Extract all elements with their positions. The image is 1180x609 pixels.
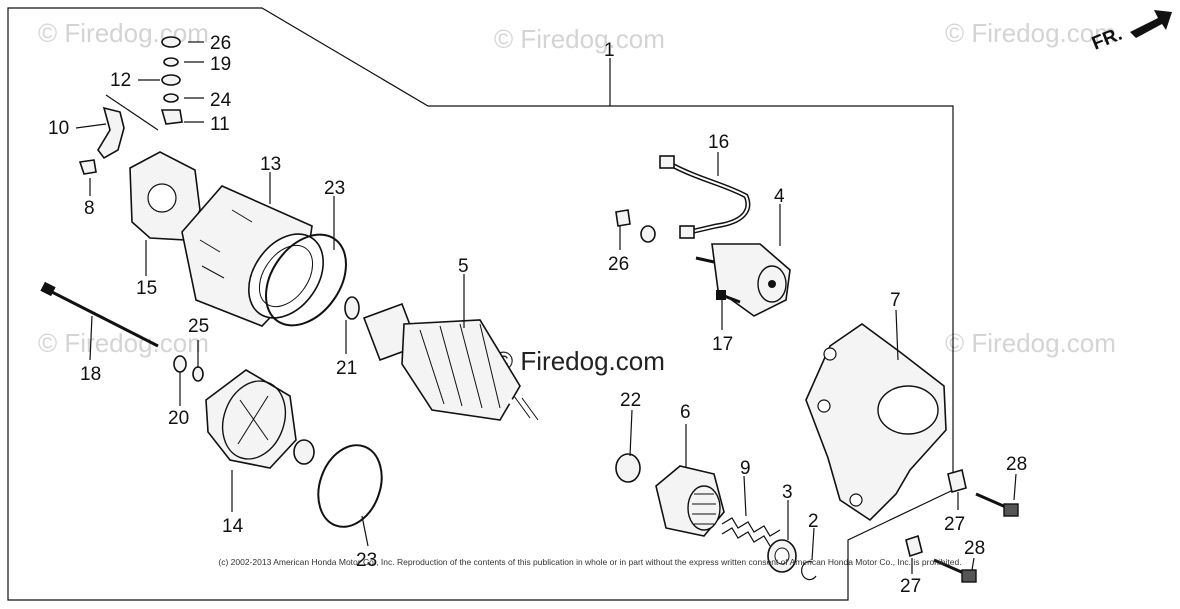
watermark-top-center: © Firedog.com: [494, 24, 665, 54]
callout-17: 17: [712, 334, 733, 355]
callout-12: 12: [110, 70, 131, 91]
watermark-top-right: © Firedog.com: [945, 18, 1116, 48]
callout-3: 3: [782, 482, 793, 503]
callout-23-lower: 23: [356, 550, 377, 571]
snap-ring-2: [801, 560, 817, 581]
callout-27-upper: 27: [944, 514, 965, 535]
stop-collar-hole: [774, 547, 790, 565]
callout-25: 25: [188, 316, 209, 337]
callout-labels: 1 2 3 4 5 6 7 8 9 10 11 12 13 14 15 16 1…: [48, 33, 1027, 597]
o-ring-23-lower: [317, 444, 383, 528]
leader-lines: [75, 41, 1017, 574]
bolt-28-a: [975, 492, 1019, 517]
watermark-mid-left: © Firedog.com: [38, 328, 209, 358]
dowel-27-b: [905, 534, 923, 558]
callout-24: 24: [210, 90, 232, 111]
washer-21: [344, 296, 360, 320]
rear-cover-14: [205, 369, 297, 469]
callout-19: 19: [210, 54, 231, 75]
cable-16: [659, 155, 751, 239]
bolt-17: [716, 290, 741, 304]
pinion-clutch-6: [655, 465, 725, 537]
callout-26-top: 26: [210, 33, 231, 54]
callout-20: 20: [168, 408, 189, 429]
nut-26-b: [640, 225, 656, 243]
callout-1: 1: [604, 40, 615, 61]
front-arrow-icon: [1130, 10, 1172, 38]
top-left-hardware: [78, 36, 183, 175]
insulator-11: [160, 109, 183, 125]
brush-holder-10: [97, 106, 125, 160]
watermark-top-left: © Firedog.com: [38, 18, 209, 48]
callout-10: 10: [48, 118, 69, 139]
brush-plate-hole: [147, 183, 177, 213]
washer-19: [163, 57, 179, 67]
callout-9: 9: [740, 458, 751, 479]
callout-14: 14: [222, 516, 244, 537]
callout-23-upper: 23: [324, 178, 345, 199]
callout-4: 4: [774, 186, 785, 207]
watermark-mid-right: © Firedog.com: [945, 328, 1116, 358]
callout-28-upper: 28: [1006, 454, 1027, 475]
callout-8: 8: [84, 198, 95, 219]
callout-26-cable: 26: [608, 254, 629, 275]
copyright-notice: (c) 2002-2013 American Honda Motor Co., …: [218, 557, 962, 567]
washer-24: [163, 93, 179, 103]
solenoid-4: [695, 243, 791, 317]
dowel-27-a: [947, 468, 967, 494]
washer-25: [192, 366, 204, 382]
nut-26: [161, 36, 181, 48]
callout-15: 15: [136, 278, 157, 299]
callout-6: 6: [680, 402, 691, 423]
callout-7: 7: [890, 290, 901, 311]
spring-9: [721, 517, 781, 547]
front-housing-7: [805, 323, 947, 522]
washer-20: [173, 355, 187, 373]
callout-16: 16: [708, 132, 729, 153]
armature-5: [362, 302, 612, 459]
callout-22: 22: [620, 390, 641, 411]
brush-lead-line: [105, 94, 159, 131]
callout-13: 13: [260, 154, 281, 175]
callout-18: 18: [80, 364, 101, 385]
yoke-13: [181, 185, 324, 327]
nut-26-a: [615, 209, 631, 227]
bolt-28-b: [933, 558, 977, 583]
bearing: [293, 439, 315, 465]
o-ring-23-upper: [265, 233, 347, 327]
insulator-12: [161, 74, 181, 86]
callout-11: 11: [210, 114, 230, 135]
callout-2: 2: [808, 511, 819, 532]
callout-27-lower: 27: [900, 576, 921, 597]
through-bolt-18: [40, 281, 159, 348]
front-direction-indicator: FR.: [1089, 10, 1172, 55]
callout-28-lower: 28: [964, 538, 985, 559]
washer-22: [615, 453, 641, 483]
callout-5: 5: [458, 256, 469, 277]
watermark-center: © Firedog.com: [494, 346, 665, 376]
brush-8: [78, 159, 97, 175]
callout-21: 21: [336, 358, 357, 379]
